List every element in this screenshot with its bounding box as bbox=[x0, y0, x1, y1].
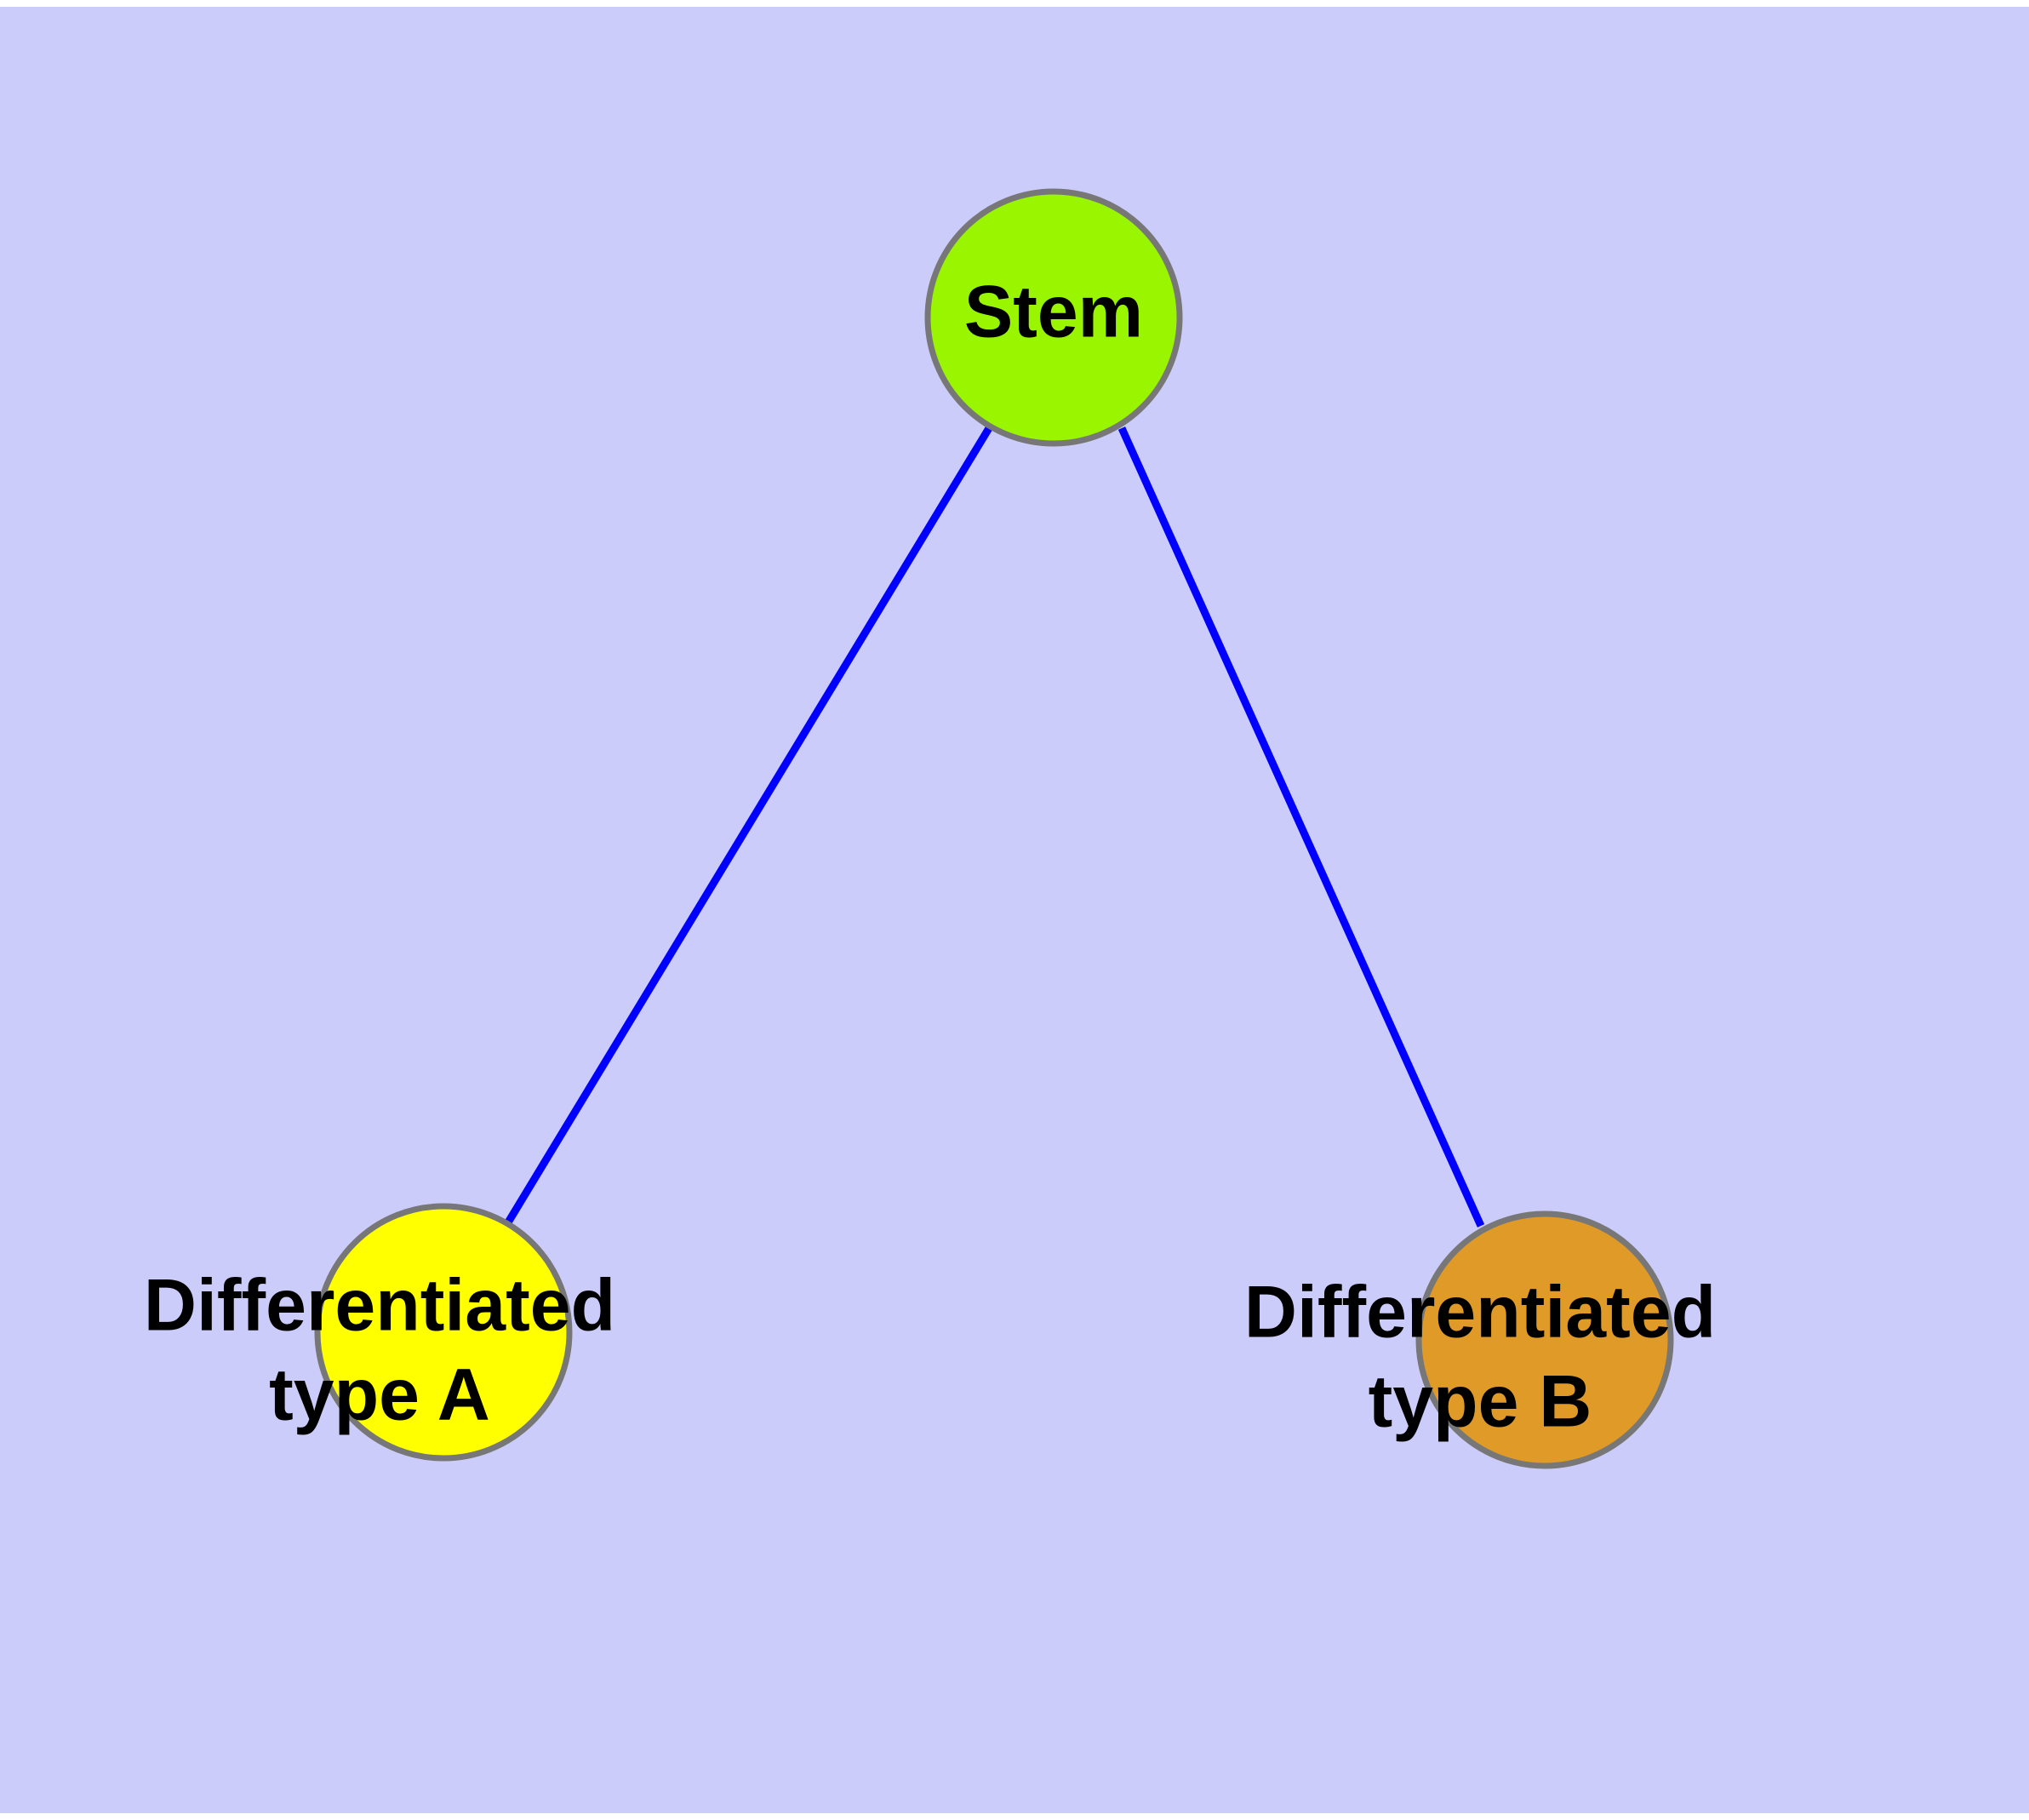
edge-stem-to-differentiated-b[interactable] bbox=[1117, 426, 1485, 1228]
node-stem[interactable]: Stem bbox=[924, 188, 1183, 447]
node-differentiated-b[interactable] bbox=[1415, 1210, 1674, 1469]
node-label-differentiated-b-line1: Differentiated bbox=[1244, 1272, 1716, 1354]
node-label-differentiated-a-line2: type A bbox=[269, 1354, 490, 1436]
edges-layer bbox=[505, 426, 1485, 1228]
node-label-differentiated-a-line1: Differentiated bbox=[144, 1265, 615, 1347]
node-label-group-differentiated-b: Differentiated type B bbox=[1244, 1272, 1716, 1443]
node-differentiated-a[interactable] bbox=[314, 1203, 573, 1462]
node-label-group-differentiated-a: Differentiated type A bbox=[144, 1265, 615, 1436]
node-circle-differentiated-a[interactable] bbox=[314, 1203, 573, 1462]
node-label-differentiated-b-line2: type B bbox=[1369, 1361, 1592, 1443]
node-label-stem: Stem bbox=[964, 272, 1143, 353]
node-circle-stem[interactable] bbox=[924, 188, 1183, 447]
edge-stem-to-differentiated-a[interactable] bbox=[505, 426, 992, 1225]
node-circle-differentiated-b[interactable] bbox=[1415, 1210, 1674, 1469]
